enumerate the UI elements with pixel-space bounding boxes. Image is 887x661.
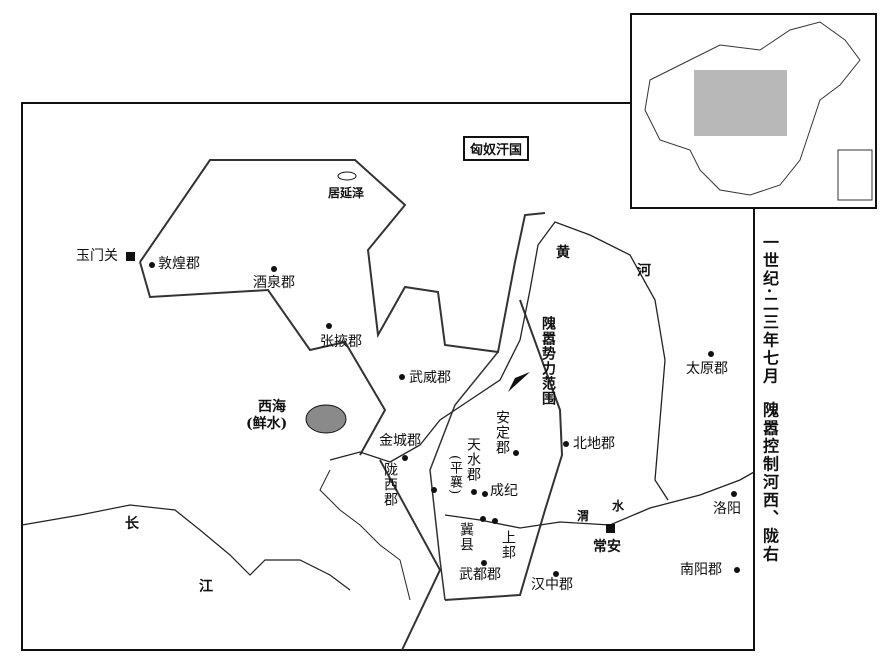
- label-river-chang: 长: [125, 516, 139, 532]
- label-jiuquan: 酒泉郡: [253, 275, 295, 291]
- label-jincheng: 金城郡: [379, 433, 421, 449]
- label-chengji: 成纪: [490, 483, 518, 499]
- tributary-river: [319, 469, 411, 601]
- lake-juyanze: [337, 171, 357, 181]
- dot-anding: [513, 450, 519, 456]
- dot-longxi: [431, 487, 437, 493]
- title-date: 一世纪·二三年七月: [760, 234, 779, 386]
- title-text: 隗嚣控制河西、陇右: [760, 401, 779, 564]
- dot-jincheng: [402, 455, 408, 461]
- label-changan: 常安: [593, 539, 621, 555]
- label-xianshui: (鲜水): [246, 416, 288, 432]
- dot-tianshui: [471, 489, 477, 495]
- label-xihai: 西海: [258, 399, 286, 415]
- inset-highlight-region: [694, 70, 787, 136]
- label-river-huang: 黄: [556, 245, 570, 261]
- label-taiyuan: 太原郡: [686, 361, 728, 377]
- yellow-river: [329, 221, 669, 501]
- label-river-he: 河: [637, 263, 651, 279]
- dot-dunhuang: [149, 262, 155, 268]
- sphere-inner-line: [429, 351, 499, 601]
- dot-beidi: [563, 441, 569, 447]
- label-juyanze: 居延泽: [328, 186, 365, 200]
- label-river-wei: 渭: [577, 509, 590, 523]
- dot-wuwei: [399, 374, 405, 380]
- dot-shanggui: [492, 518, 498, 524]
- dot-zhangye: [326, 323, 332, 329]
- label-anding: 安定郡: [494, 410, 510, 455]
- label-sphere: 隗嚣势力范围: [540, 316, 556, 406]
- inset-china-outline: [644, 21, 861, 196]
- dot-wudu: [481, 560, 487, 566]
- dot-taiyuan: [708, 351, 714, 357]
- dot-chengji: [482, 491, 488, 497]
- dot-hanzhong: [553, 571, 559, 577]
- territory-boundary-north: [139, 159, 546, 354]
- label-jixian: 冀县: [458, 522, 474, 552]
- label-beidi: 北地郡: [573, 436, 615, 452]
- map-title: 一世纪·二三年七月隗嚣控制河西、陇右: [760, 234, 779, 564]
- label-luoyang: 洛阳: [713, 501, 741, 517]
- territory-boundary-west: [139, 261, 387, 456]
- inset-map-frame: [630, 13, 877, 209]
- pass-marker: [126, 252, 135, 261]
- label-zhangye: 张掖郡: [320, 334, 362, 350]
- main-map-frame: [21, 102, 755, 651]
- inset-south-sea-box: [837, 149, 873, 201]
- dot-luoyang: [731, 491, 737, 497]
- xiongnu-label: 匈奴汗国: [463, 136, 530, 161]
- label-longxi: 陇西郡: [382, 462, 398, 507]
- capital-marker: [606, 524, 615, 533]
- label-river-shui: 水: [612, 499, 625, 513]
- label-river-jiang: 江: [199, 579, 213, 595]
- label-hanzhong: 汉中郡: [531, 577, 573, 593]
- label-nanyang: 南阳郡: [680, 562, 722, 578]
- label-yumenguan: 玉门关: [76, 248, 118, 264]
- lake-xihai: [305, 404, 347, 434]
- dot-nanyang: [734, 567, 740, 573]
- dot-jiuquan: [271, 266, 277, 272]
- label-pingxiang: (平襄): [447, 455, 462, 496]
- dot-jixian: [480, 516, 486, 522]
- label-wudu: 武都郡: [459, 567, 501, 583]
- label-tianshui: 天水郡: [465, 437, 481, 482]
- label-shanggui: 上邽: [500, 530, 516, 560]
- arrow-icon: [508, 372, 530, 392]
- sphere-boundary: [379, 299, 564, 651]
- label-dunhuang: 敦煌郡: [158, 256, 200, 272]
- yangtze-river: [21, 504, 351, 591]
- label-wuwei: 武威郡: [409, 370, 451, 386]
